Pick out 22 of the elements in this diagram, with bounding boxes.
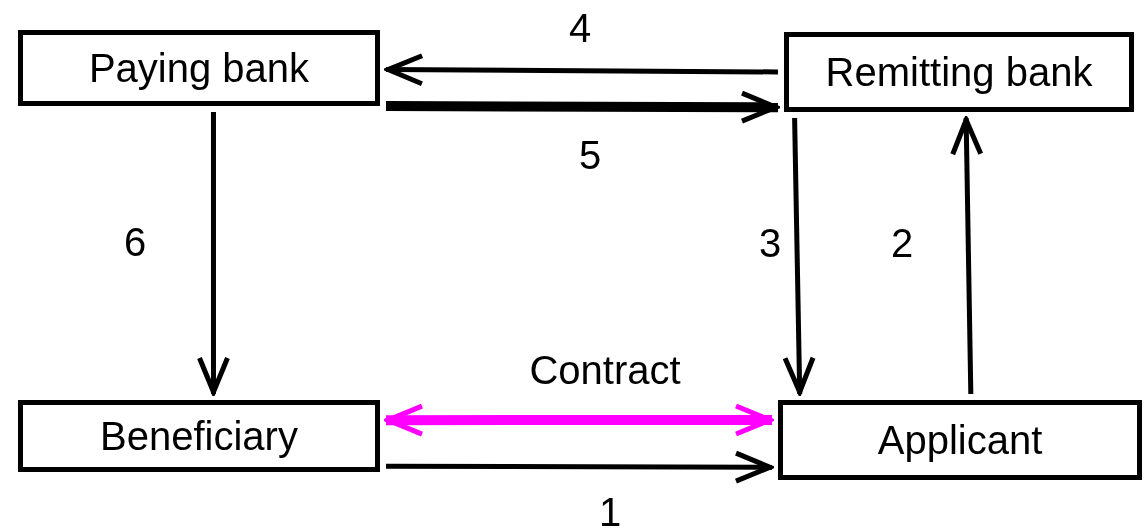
edge-label: 2: [890, 223, 914, 263]
edge-label: 5: [578, 135, 602, 175]
arrow: [386, 450, 773, 484]
node-label: Beneficiary: [100, 413, 298, 459]
edge-label: Contract: [529, 350, 681, 390]
node-label: Paying bank: [88, 45, 310, 91]
edge-label: 1: [598, 492, 622, 531]
process-box: [18, 400, 380, 472]
process-box: [18, 30, 380, 106]
arrow: [950, 117, 984, 395]
arrow: [385, 403, 773, 437]
process-box: [778, 400, 1142, 480]
edge-label: 3: [758, 223, 782, 263]
edge-label: 6: [123, 222, 147, 262]
node-label: Remitting bank: [825, 49, 1093, 95]
arrow: [782, 117, 816, 395]
arrow: [385, 53, 778, 87]
process-box: [784, 32, 1134, 112]
arrow: [197, 112, 230, 395]
edge-label: 4: [568, 8, 592, 48]
node-label: Applicant: [877, 417, 1043, 463]
arrow: [386, 90, 779, 124]
